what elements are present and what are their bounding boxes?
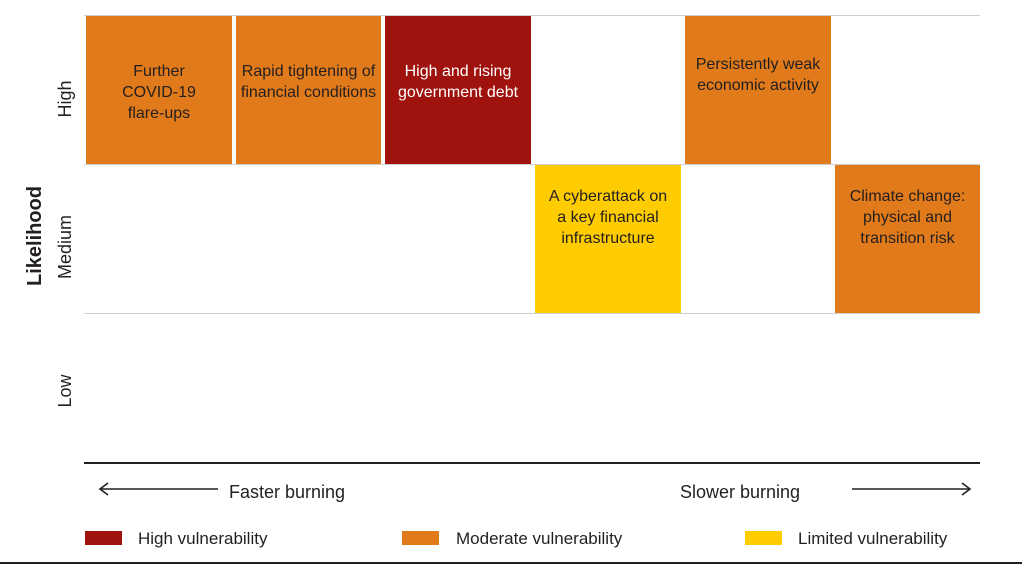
legend-label-high: High vulnerability: [138, 529, 268, 548]
y-tick-low: Low: [55, 374, 75, 408]
legend-label-limited: Limited vulnerability: [798, 529, 948, 548]
legend-swatch-high: [85, 531, 122, 545]
left-arrow-icon: [98, 482, 218, 496]
y-tick-medium: Medium: [55, 214, 75, 280]
risk-cell-climate-change: Climate change: physical and transition …: [835, 165, 980, 313]
x-axis-line: [84, 462, 980, 464]
risk-cell-financial-conditions: Rapid tightening of financial conditions: [236, 16, 381, 164]
legend-swatch-moderate: [402, 531, 439, 545]
legend-label-moderate: Moderate vulnerability: [456, 529, 623, 548]
y-axis-label: Likelihood: [24, 186, 46, 286]
legend-swatch-limited: [745, 531, 782, 545]
risk-cell-government-debt: High and rising government debt: [385, 16, 531, 164]
risk-cell-cyberattack: A cyberattack on a key financial infrast…: [535, 165, 681, 313]
risk-cell-weak-activity: Persistently weak economic activity: [685, 16, 831, 164]
bottom-rule: [0, 562, 1022, 564]
grid-line-high-medium: [84, 164, 980, 165]
grid-line-medium-low: [84, 313, 980, 314]
grid-line-top: [84, 15, 980, 16]
x-axis-left-label: Faster burning: [229, 482, 346, 502]
y-tick-high: High: [55, 80, 75, 118]
x-axis-right-label: Slower burning: [680, 482, 801, 502]
right-arrow-icon: [852, 482, 972, 496]
risk-cell-covid: Further COVID-19 flare-ups: [86, 16, 232, 164]
